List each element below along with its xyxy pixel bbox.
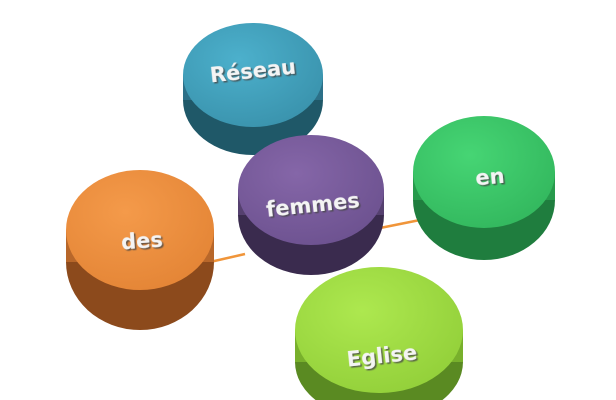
connector-femmes-en: [379, 218, 421, 230]
node-label-des: des: [120, 228, 163, 255]
node-des: des: [66, 170, 214, 330]
node-center-femmes: femmes: [238, 135, 384, 275]
node-label-en: en: [474, 164, 505, 190]
node-eglise: Eglise: [295, 267, 463, 400]
node-reseau: Réseau: [183, 23, 323, 155]
node-en: en: [413, 116, 555, 260]
connector-des-femmes: [209, 252, 246, 264]
